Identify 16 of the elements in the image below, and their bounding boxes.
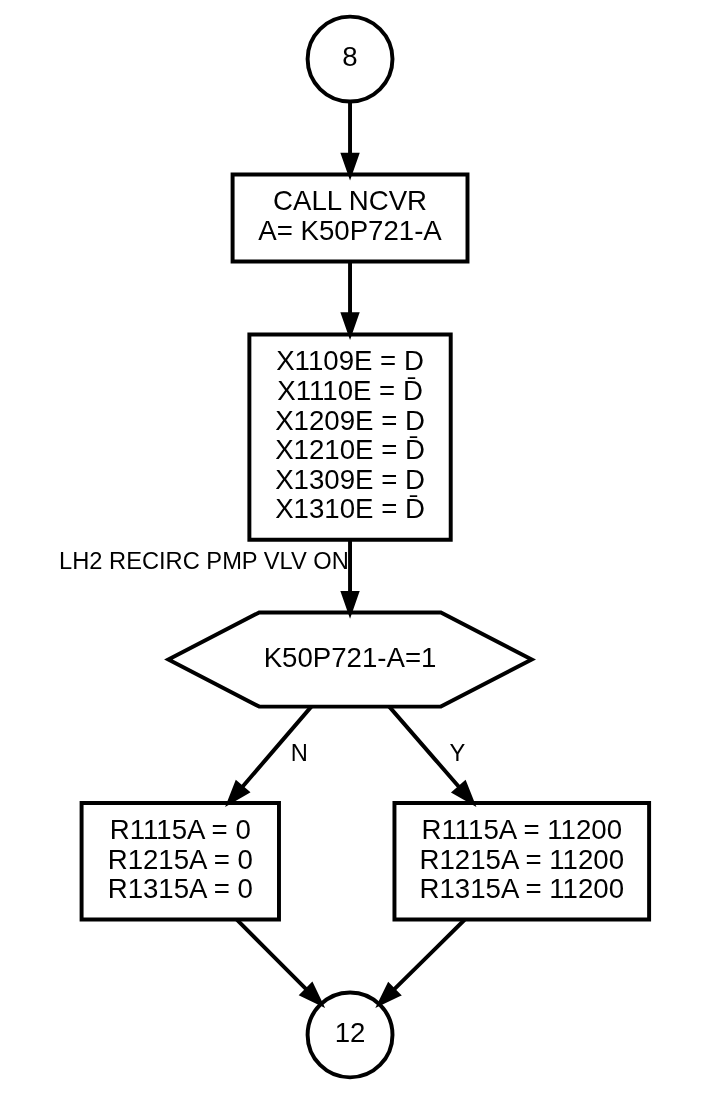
node-circle: 12: [305, 990, 394, 1080]
arrow: [234, 918, 325, 1009]
node-box: CALL NCVR A= K50P721-A: [230, 172, 469, 264]
node-box: R1115A = 0 R1215A = 0 R1315A = 0: [79, 801, 281, 922]
edge-label: LH2 RECIRC PMP VLV ON: [58, 548, 349, 575]
edge-label: N: [290, 739, 308, 766]
node-box: X1109E = D X1110E = D̄ X1209E = D X1210E = D̄ X1309E = D X1310E = D̄: [246, 332, 453, 542]
edge-label: Y: [449, 739, 465, 766]
arrow: [339, 540, 360, 619]
arrow: [374, 918, 466, 1008]
node-box: R1115A = 11200 R1215A = 11200 R1315A = 11200: [392, 801, 651, 922]
node-circle: 8: [305, 14, 394, 104]
arrow: [224, 705, 313, 808]
arrow: [339, 101, 360, 181]
arrow: [339, 261, 360, 340]
arrow: [387, 705, 476, 807]
